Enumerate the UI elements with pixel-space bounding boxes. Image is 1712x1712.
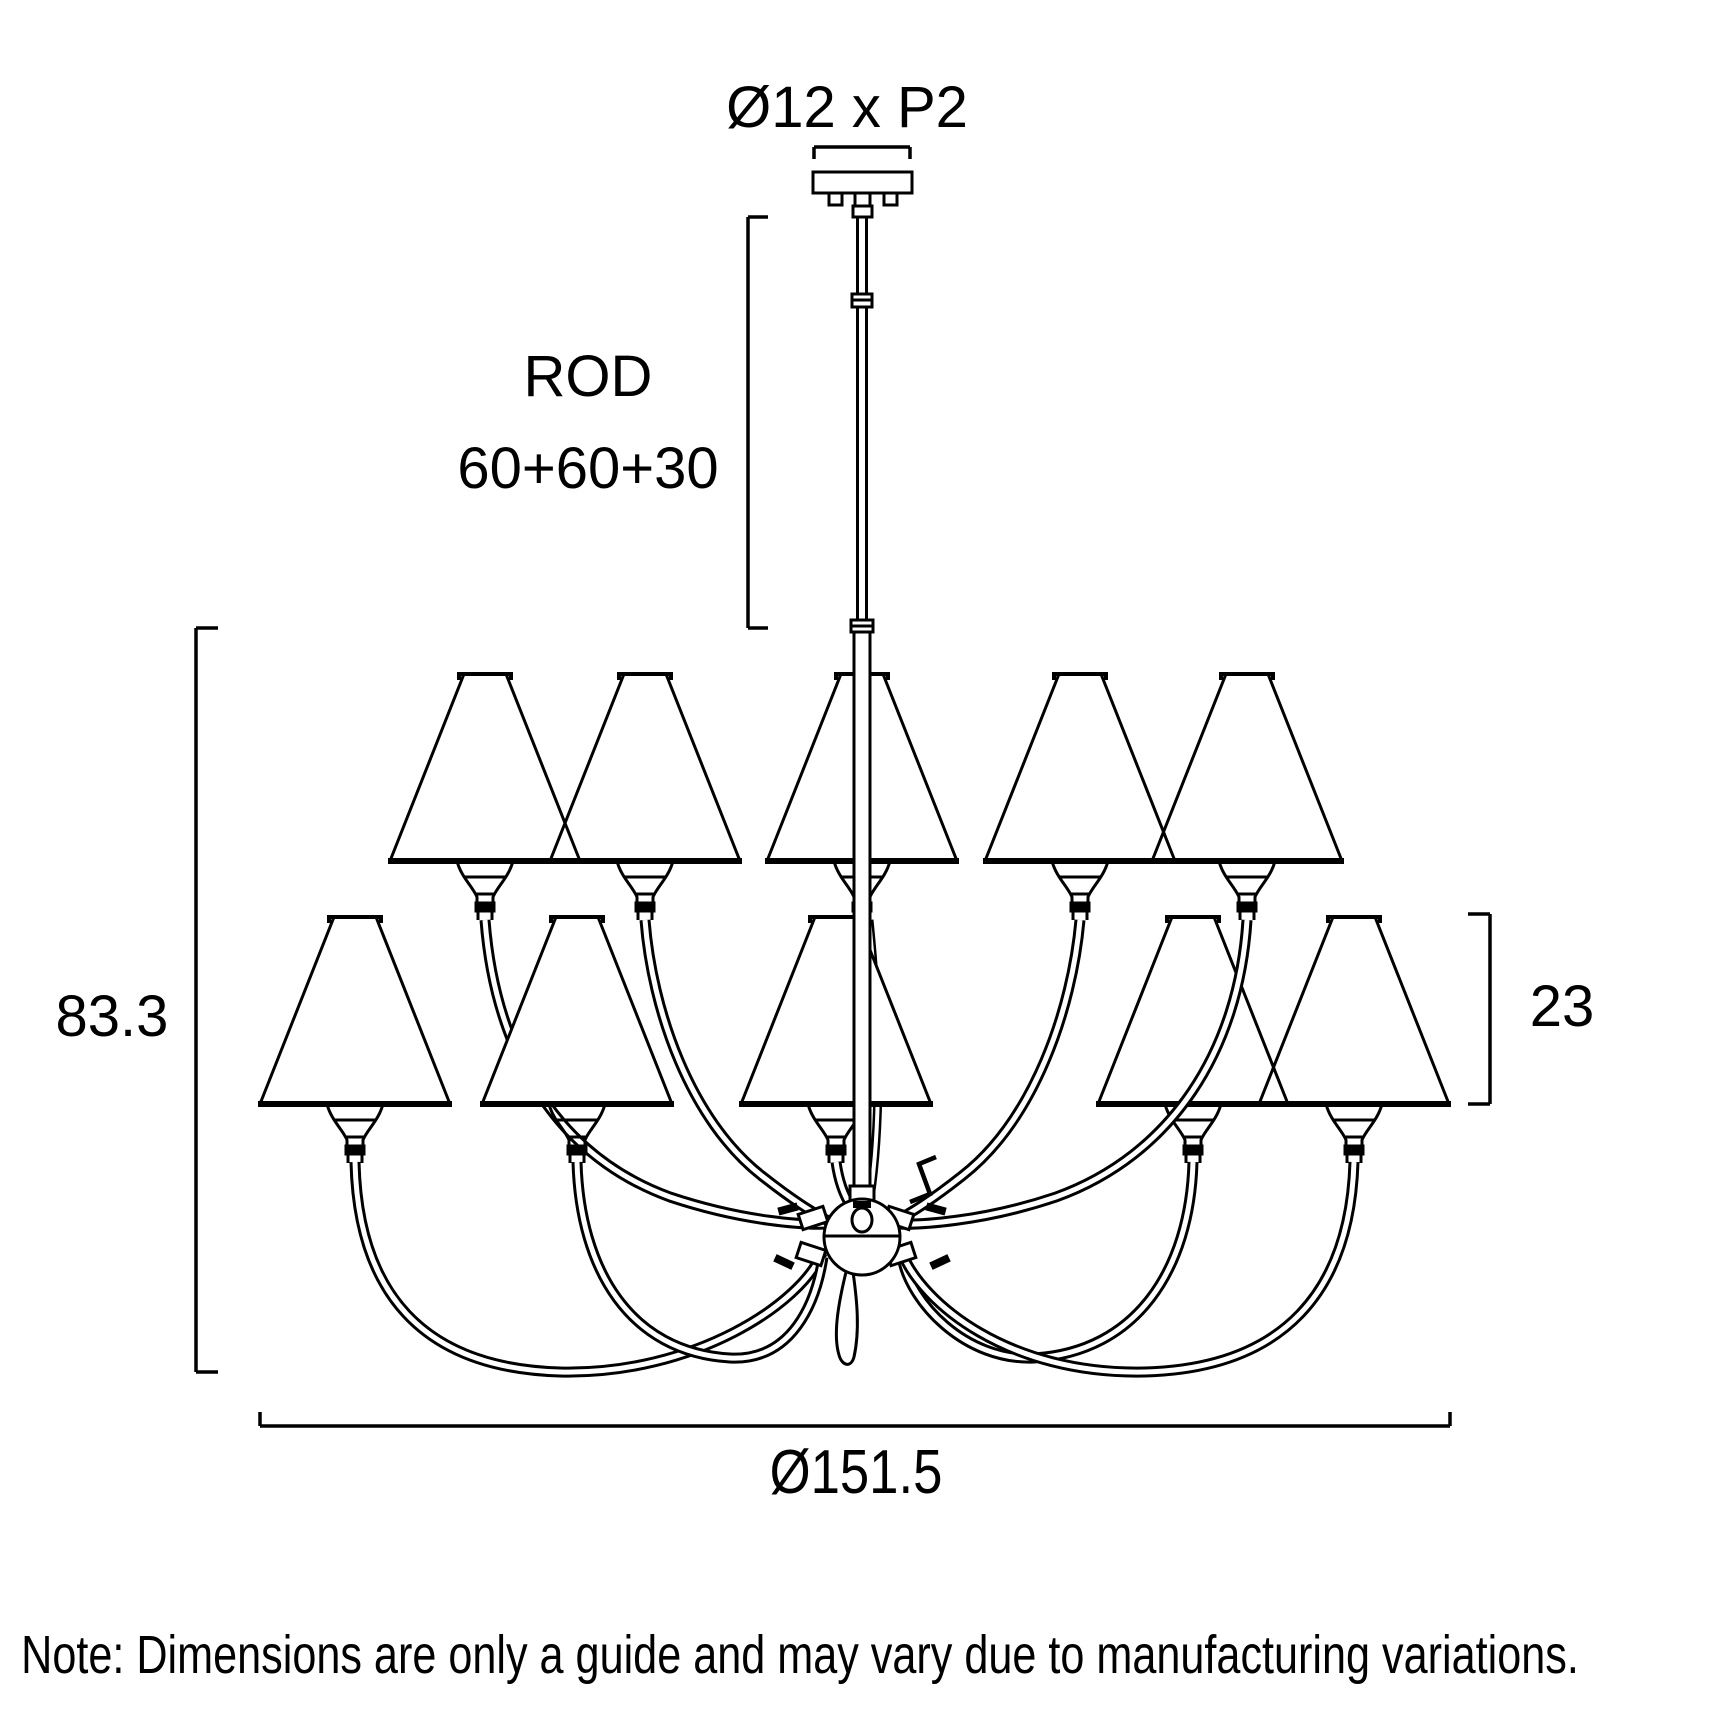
canopy-rod-joint [851, 204, 874, 219]
lamp-shade [983, 672, 1177, 864]
shade-height-label: 23 [1530, 974, 1595, 1039]
canopy-screw-right [882, 191, 899, 207]
shade-stem [325, 1103, 385, 1163]
canopy [811, 170, 914, 219]
dimension-lines [194, 145, 1492, 1428]
note-text: Note: Dimensions are only a guide and ma… [21, 1626, 1579, 1686]
canopy-plate [811, 170, 914, 195]
lamp-shade [1150, 672, 1344, 864]
rod-length-bracket [746, 215, 768, 630]
shade-stem [455, 860, 515, 920]
arm-collar-bands [773, 1202, 951, 1270]
rod-label: ROD [524, 344, 653, 409]
arms-front [349, 919, 1360, 1378]
canopy-screw-left [827, 191, 844, 207]
canopy-nipple [853, 191, 872, 208]
lamp-shade [1257, 915, 1451, 1107]
rod-lengths-label: 60+60+30 [457, 436, 718, 501]
hub-rod-ring [850, 1206, 874, 1234]
canopy-dimension-bracket [812, 145, 912, 159]
shade-stem [547, 1103, 607, 1163]
shade-fills [260, 674, 1449, 1104]
lamp-shade [258, 915, 452, 1107]
canopy-dimension-label: Ø12 x P2 [726, 75, 968, 140]
shade-stem [1163, 1103, 1223, 1163]
shade-height-bracket [1468, 912, 1492, 1106]
shade-stem [1324, 1103, 1384, 1163]
overall-diameter-label: Ø151.5 [770, 1438, 943, 1507]
hub-rod-band [853, 1201, 871, 1208]
shade-stem [615, 860, 675, 920]
overall-height-label: 83.3 [56, 984, 169, 1049]
finial [834, 1270, 859, 1366]
diameter-dimension-line [258, 1412, 1452, 1428]
ceiling-rod [849, 208, 875, 1240]
center-hub-assembly [773, 1154, 951, 1366]
height-dimension-bracket [194, 626, 218, 1374]
rod-joint [849, 292, 875, 634]
lamp-shade [548, 672, 742, 864]
switch-key [909, 1154, 937, 1205]
lamp-shade [480, 915, 674, 1107]
shade-stem [1217, 860, 1277, 920]
shade-stem [1050, 860, 1110, 920]
